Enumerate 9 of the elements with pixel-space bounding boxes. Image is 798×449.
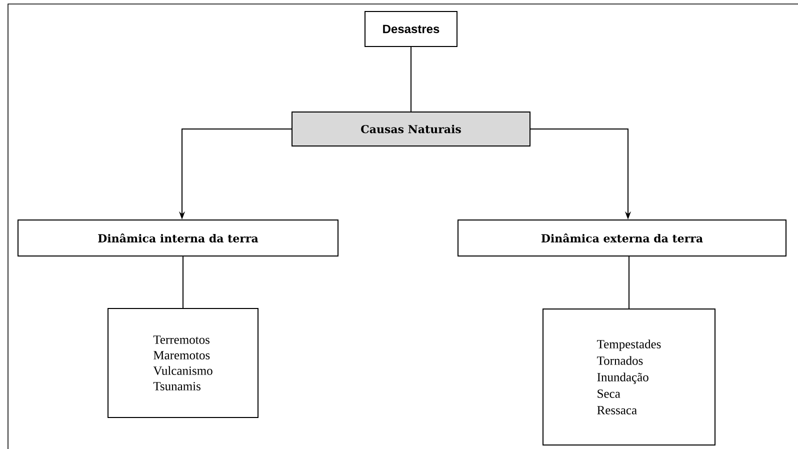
list-box: Tempestades Tornados Inundação Seca Ressaca	[542, 308, 716, 446]
connector-line	[628, 256, 630, 309]
group-box: Dinâmica interna da terra	[18, 220, 338, 256]
title-box: Desastres	[364, 11, 458, 47]
group-box: Dinâmica externa da terra	[458, 220, 786, 256]
list-box: Terremotos Maremotos Vulcanismo Tsunamis	[108, 308, 258, 418]
connector-line	[410, 46, 412, 112]
connector-line	[182, 256, 184, 308]
category-box: Causas Naturais	[292, 112, 530, 146]
